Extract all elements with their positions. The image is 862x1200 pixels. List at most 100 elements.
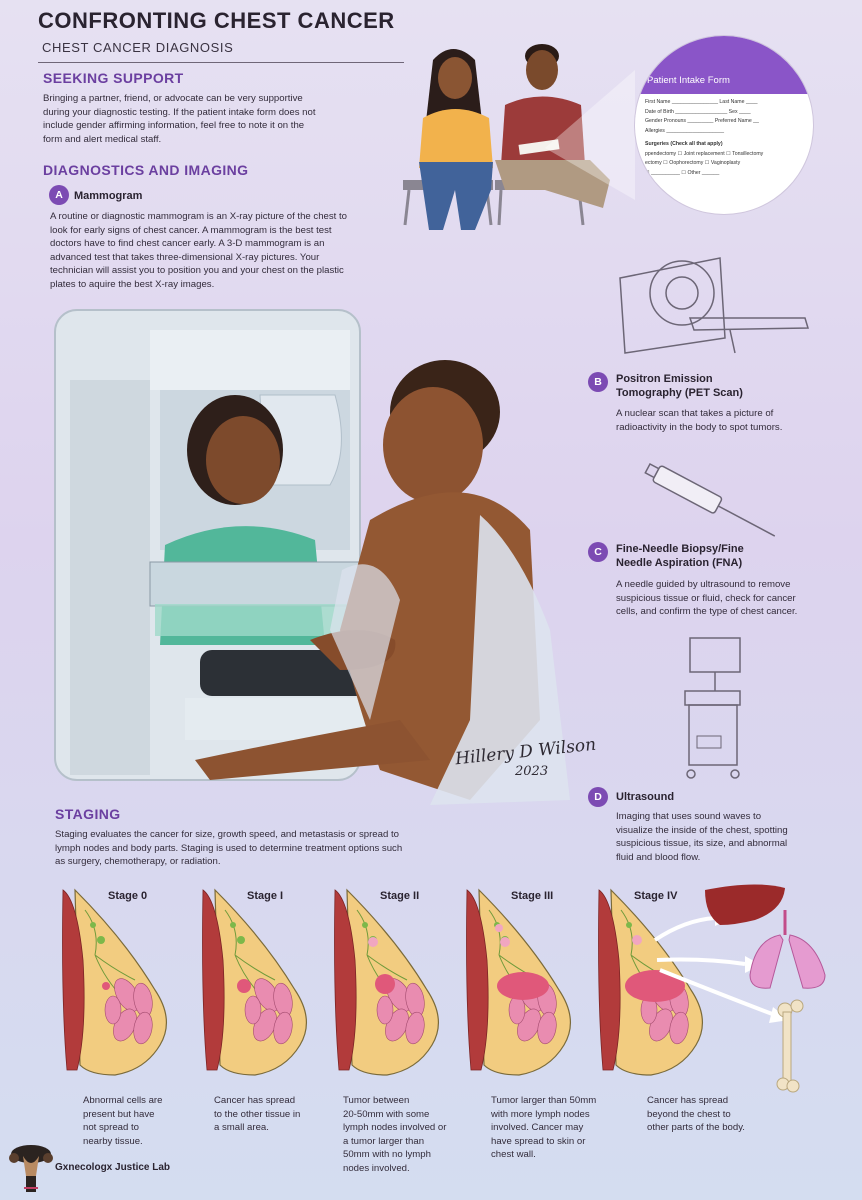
stage-3-desc: Tumor larger than 50mm with more lymph n… <box>491 1094 596 1162</box>
intake-form-title: Patient Intake Form <box>647 75 730 86</box>
mammogram-line: look for early signs of chest cancer. A … <box>50 224 332 236</box>
stage-desc-line: Cancer has spread <box>647 1095 729 1106</box>
lymph-node-marker <box>368 937 378 947</box>
stage-3-title: Stage III <box>511 890 554 902</box>
fna-line: A needle guided by ultrasound to remove <box>616 579 791 590</box>
ultrasound-title: Ultrasound <box>616 791 675 803</box>
tumor-marker <box>237 979 251 993</box>
lymph-node-marker <box>632 935 642 945</box>
form-field-label: Date of Birth <box>645 108 674 115</box>
mammogram-line: A routine or diagnostic mammogram is an … <box>50 211 348 222</box>
staging-diagrams <box>61 884 826 1093</box>
metastasis-arrow <box>659 968 776 1017</box>
metastasis-arrow <box>653 916 716 942</box>
stage-desc-line: not spread to <box>83 1122 140 1133</box>
stage-desc-line: 50mm with no lymph <box>343 1149 431 1160</box>
form-option: Vaginoplasty <box>710 160 741 166</box>
form-field-label: Sex <box>728 108 738 115</box>
lymph-node-marker <box>500 937 510 947</box>
stage-4-title: Stage IV <box>634 890 678 902</box>
signature-year: 2023 <box>515 764 549 779</box>
stage-2-title: Stage II <box>380 890 420 902</box>
tumor-marker <box>625 970 685 1002</box>
form-option: Other <box>687 169 701 176</box>
ultrasound-text: Imaging that uses sound waves to visuali… <box>616 810 846 864</box>
title-divider <box>38 62 404 63</box>
stage-0-desc: Abnormal cells are present but have not … <box>83 1094 162 1148</box>
badge-d: D <box>588 787 608 807</box>
stage-desc-line: a tumor larger than <box>343 1135 425 1147</box>
form-field-label: Gender Pronouns <box>645 118 686 124</box>
support-line: include gender affirming information, fe… <box>43 120 305 132</box>
pet-text: A nuclear scan that takes a picture of r… <box>616 407 836 434</box>
form-option: ectomy <box>645 160 662 166</box>
stage-desc-line: nodes involved. <box>343 1162 410 1174</box>
lab-name: Gxnecologx Justice Lab <box>55 1162 171 1173</box>
mammogram-title: Mammogram <box>74 190 143 202</box>
stage-0-title: Stage 0 <box>108 890 148 902</box>
form-option: Oophorectomy <box>669 160 704 166</box>
syringe-icon <box>644 462 776 537</box>
ultrasound-line: Imaging that uses sound waves to <box>616 811 762 822</box>
form-field-label: First Name <box>645 99 671 105</box>
stage-desc-line: lymph nodes involved or <box>343 1122 447 1133</box>
staging-line: Staging evaluates the cancer for size, g… <box>55 829 399 840</box>
mammogram-illustration <box>54 309 570 805</box>
bone-icon <box>776 999 804 1093</box>
stage-desc-line: with more lymph nodes <box>491 1108 590 1120</box>
page-subtitle: CHEST CANCER DIAGNOSIS <box>42 40 234 55</box>
pet-line: A nuclear scan that takes a picture of <box>616 408 774 419</box>
support-heading: SEEKING SUPPORT <box>43 70 184 86</box>
pet-title-line: Positron Emission <box>616 373 713 385</box>
pet-line: radioactivity in the body to spot tumors… <box>616 421 783 433</box>
intake-form-fields: First Name ________________ Last Name __… <box>645 98 810 178</box>
pet-title-line: Tomography (PET Scan) <box>616 387 743 399</box>
badge-c: C <box>588 542 608 562</box>
fna-title-line: Needle Aspiration (FNA) <box>616 557 743 569</box>
tumor-marker <box>497 972 549 1000</box>
diagnostics-heading: DIAGNOSTICS AND IMAGING <box>43 162 249 178</box>
badge-a: A <box>49 185 69 205</box>
ultrasound-line: suspicious tissue, its size, and abnorma… <box>616 838 788 850</box>
stage-desc-line: 20-50mm with some <box>343 1108 430 1120</box>
stage-desc-line: chest wall. <box>491 1149 536 1160</box>
pet-title: Positron Emission Tomography (PET Scan) <box>616 372 743 400</box>
fna-line: cells, and confirm the type of chest can… <box>616 606 798 618</box>
form-field-label: Last Name <box>719 99 745 105</box>
mammogram-line: doctors have to find chest cancer early.… <box>50 238 325 250</box>
staging-heading: STAGING <box>55 806 121 822</box>
stage-2-desc: Tumor between 20-50mm with some lymph no… <box>343 1094 446 1175</box>
liver-icon <box>705 884 785 925</box>
stage-desc-line: have spread to skin or <box>491 1135 586 1147</box>
tumor-marker <box>375 974 395 994</box>
pet-scanner-illustration <box>619 257 810 354</box>
fna-text: A needle guided by ultrasound to remove … <box>616 578 846 619</box>
support-line: form and alert medical staff. <box>43 133 162 145</box>
mammogram-line: plates to aquire the best X-ray images. <box>50 278 215 290</box>
fna-title-line: Fine-Needle Biopsy/Fine <box>616 543 744 555</box>
intake-form-callout: Patient Intake Form First Name _________… <box>635 36 813 214</box>
couple-illustration <box>403 44 635 230</box>
stage-desc-line: involved. Cancer may <box>491 1122 584 1133</box>
stage-desc-line: present but have <box>83 1108 155 1120</box>
stage-desc-line: a small area. <box>214 1122 269 1133</box>
lungs-icon <box>749 910 826 989</box>
stage-desc-line: Abnormal cells are <box>83 1095 163 1106</box>
mammogram-line: advanced test that takes three-dimension… <box>50 251 320 263</box>
form-option: ppendectomy <box>645 150 677 157</box>
stage-desc-line: nearby tissue. <box>83 1135 143 1147</box>
stage-1-desc: Cancer has spread to the other tissue in… <box>214 1094 300 1135</box>
lymph-node-marker <box>495 924 503 932</box>
fna-title: Fine-Needle Biopsy/Fine Needle Aspiratio… <box>616 542 744 570</box>
tumor-marker <box>102 982 110 990</box>
form-option: Joint replacement <box>683 150 725 157</box>
stage-desc-line: beyond the chest to <box>647 1108 731 1120</box>
form-field-label: Surgeries (Check all that apply) <box>645 141 723 147</box>
support-text: Bringing a partner, friend, or advocate … <box>43 92 413 146</box>
lab-logo <box>9 1145 53 1192</box>
ultrasound-line: fluid and blood flow. <box>616 851 701 863</box>
mammogram-line: technician will assist you to position y… <box>50 265 344 277</box>
form-field-label: Allergies <box>645 127 665 134</box>
mammogram-text: A routine or diagnostic mammogram is an … <box>50 210 395 292</box>
stage-desc-line: Cancer has spread <box>214 1095 296 1106</box>
